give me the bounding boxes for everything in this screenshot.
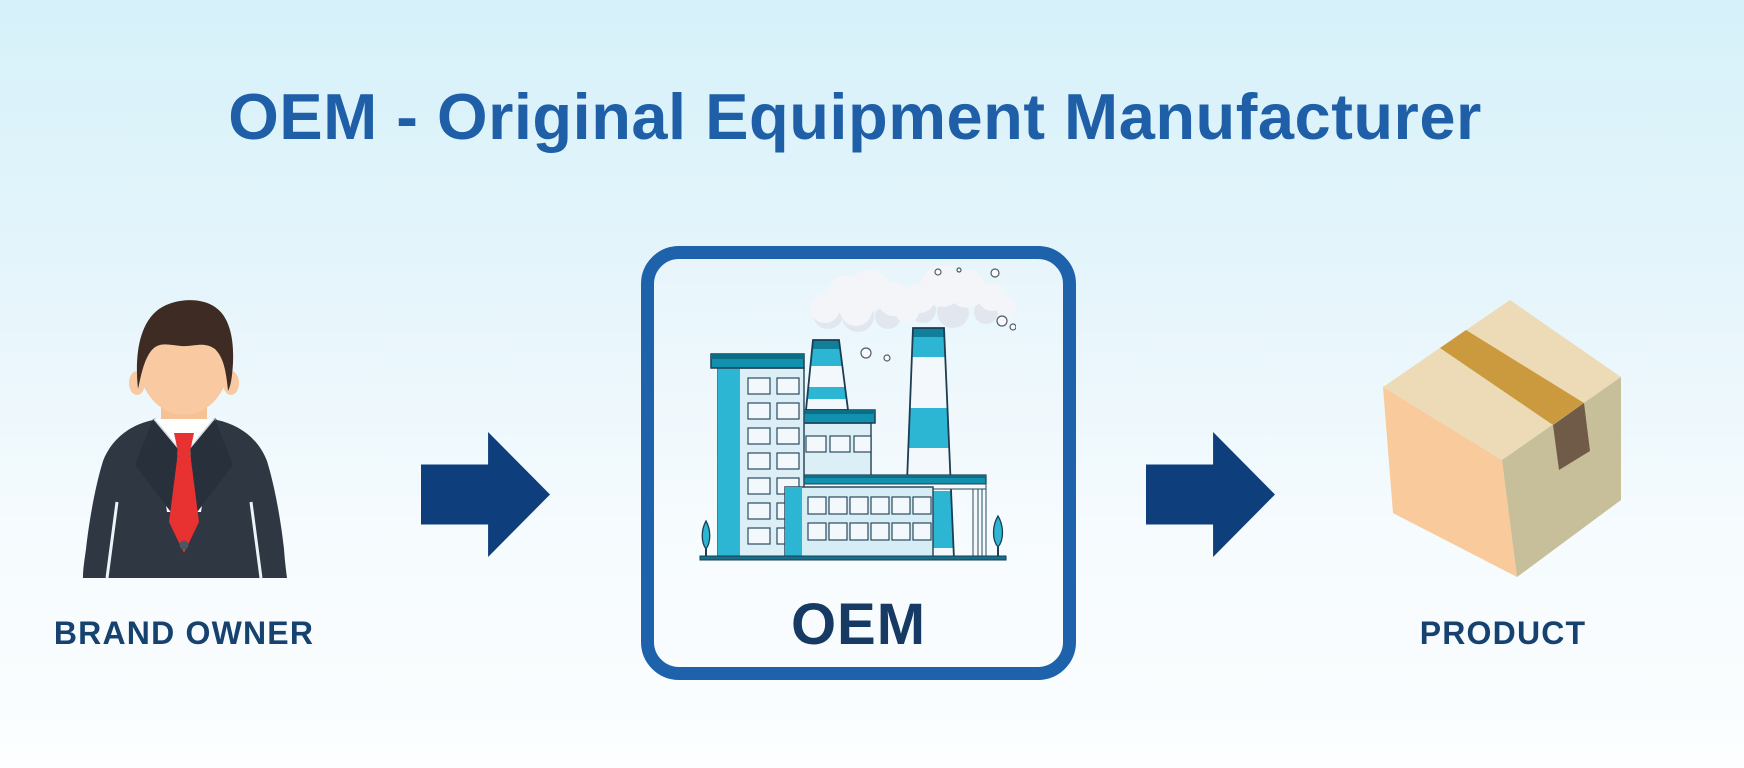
businessman-icon [83,300,287,578]
oem-label: OEM [790,592,927,657]
arrow-right-icon [421,432,550,557]
product-label: PRODUCT [1419,615,1587,651]
page-title: OEM - Original Equipment Manufacturer [228,80,1482,153]
tree-icon [701,519,711,558]
tree-icon [992,514,1004,558]
brand-owner-label: BRAND OWNER [53,615,315,651]
smoke-icon [810,266,1016,362]
factory-icon [699,266,1016,561]
cardboard-box-icon [1383,300,1621,577]
arrow-right-icon [1146,432,1275,557]
